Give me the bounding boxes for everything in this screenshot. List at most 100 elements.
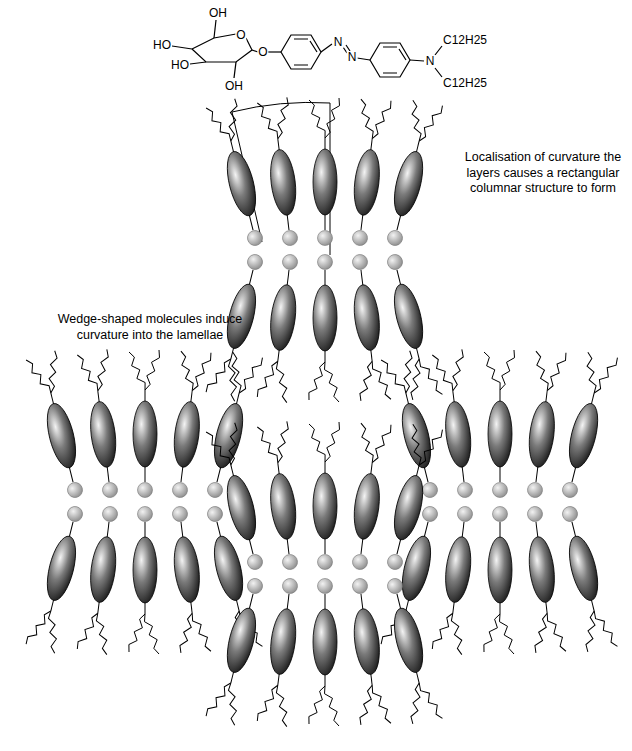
sugar-head	[172, 482, 189, 499]
sugar-head	[206, 481, 224, 499]
alkyl-tail	[531, 613, 552, 653]
linker	[500, 390, 501, 402]
alkyl-tail	[176, 613, 197, 653]
linker	[361, 538, 363, 554]
alkyl-tail	[325, 686, 340, 726]
alkyl-tail	[447, 613, 466, 654]
alkyl-tail	[356, 685, 377, 725]
hydroxyl-label: HO	[152, 39, 172, 51]
amphiphile	[206, 99, 271, 249]
alkyl-tail	[192, 351, 211, 392]
sugar-head	[246, 553, 264, 571]
linker	[406, 393, 409, 405]
linker	[145, 602, 146, 614]
alkyl-tail	[396, 351, 420, 393]
hydroxyl-label: OH	[224, 80, 244, 92]
linker	[371, 349, 372, 361]
linker	[397, 594, 401, 610]
linker	[424, 467, 428, 483]
azo-core	[389, 149, 428, 219]
linker	[500, 522, 501, 538]
alkyl-tail	[221, 683, 245, 725]
linker	[416, 465, 419, 477]
sugar-head	[493, 507, 508, 522]
amphiphile	[378, 422, 443, 572]
alkyl-tail	[93, 349, 112, 390]
alkyl-tail	[500, 614, 515, 654]
sugar-head	[352, 578, 369, 595]
linker	[361, 214, 363, 230]
azo-core	[488, 401, 512, 467]
sugar-head	[527, 482, 544, 499]
linker	[287, 538, 289, 554]
linker	[462, 522, 464, 538]
azo-core	[313, 285, 337, 351]
alkyl-tail	[221, 99, 245, 141]
alkyl-tail	[372, 684, 391, 725]
azo-core	[351, 472, 383, 540]
linker	[500, 466, 501, 482]
sugar-head	[352, 230, 369, 247]
linker	[397, 270, 401, 286]
azo-core	[313, 609, 337, 675]
amphiphile	[309, 579, 339, 727]
linker	[236, 599, 239, 611]
linker	[287, 270, 289, 286]
linker	[572, 467, 576, 483]
amphiphile	[257, 253, 305, 403]
azo-core	[351, 148, 383, 216]
linker	[325, 594, 326, 610]
azo-core	[526, 535, 558, 603]
linker	[397, 215, 401, 231]
linker	[249, 539, 253, 555]
amphiphile	[129, 350, 160, 498]
amphiphile	[484, 350, 515, 498]
amphiphile	[343, 421, 391, 571]
linker	[231, 141, 234, 153]
sugar-head	[282, 254, 299, 271]
alkyl-tail	[272, 361, 291, 402]
azo-core	[171, 400, 203, 468]
annotation-text: Localisation of curvature the layers cau…	[463, 150, 623, 197]
azo-core	[397, 401, 436, 471]
alkyl-tail	[372, 99, 391, 140]
linker	[572, 522, 576, 538]
alkyl-tail	[77, 611, 98, 651]
alkyl-tail	[381, 356, 406, 397]
linker	[231, 671, 234, 683]
sugar-head	[102, 506, 119, 523]
amphiphile	[26, 351, 91, 501]
alkyl-tail	[129, 352, 145, 390]
linker	[98, 391, 99, 403]
amphiphile	[77, 349, 125, 499]
alkyl-tail	[221, 423, 245, 465]
linker	[191, 601, 192, 613]
alkyl-tail	[579, 611, 604, 652]
amphiphile	[129, 507, 159, 655]
sugar-head	[352, 554, 369, 571]
linker	[249, 594, 253, 610]
amphiphile	[26, 503, 91, 653]
azo-core	[389, 473, 428, 543]
amphiphile	[343, 253, 391, 403]
linker	[69, 522, 73, 538]
amphiphile	[309, 255, 339, 403]
sugar-head	[457, 482, 474, 499]
linker	[51, 393, 54, 405]
linker	[591, 393, 594, 405]
alkyl-tail	[372, 423, 391, 464]
azo-core	[222, 473, 261, 543]
linker	[107, 522, 109, 538]
linker	[546, 601, 547, 613]
azo-core	[133, 401, 157, 467]
linker	[424, 522, 428, 538]
sugar-head	[352, 254, 369, 271]
linker	[453, 391, 454, 403]
alkyl-tail	[257, 683, 278, 723]
sugar-head	[386, 253, 404, 271]
sugar-head	[318, 555, 333, 570]
linker	[249, 215, 253, 231]
linker	[98, 601, 99, 613]
alkyl-tail	[41, 611, 65, 653]
